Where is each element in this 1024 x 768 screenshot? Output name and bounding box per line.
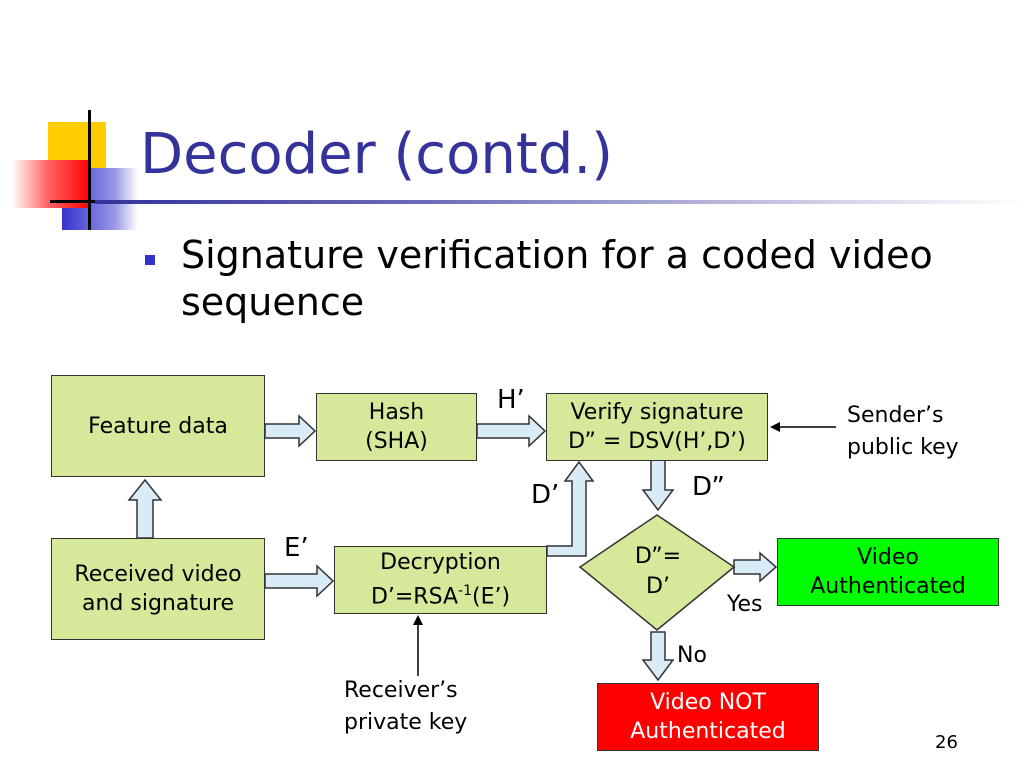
bullet-marker [145,255,155,265]
decision-diamond [578,514,736,631]
arrow-decision-to-authenticated [733,551,778,583]
received-line-2: and signature [81,591,234,616]
label-d-double-prime: D” [692,472,725,502]
hash-box: Hash (SHA) [316,393,477,461]
not-authenticated-box: Video NOT Authenticated [597,683,819,751]
logo-horizontal-line [50,200,124,203]
receivers-key-line-2: private key [344,710,468,735]
not-authenticated-line-2: Authenticated [630,719,786,744]
decryption-prefix: D’=RSA [370,584,459,610]
arrow-hash-to-verify [476,414,547,448]
arrow-decryption-to-verify [546,460,595,557]
bullet-text: Signature verification for a coded video… [181,233,933,324]
arrow-received-to-feature [127,478,163,539]
corner-logo [0,110,140,230]
arrow-decision-to-not-authenticated [641,631,675,682]
label-no: No [677,643,707,668]
senders-key-line-2: public key [847,435,959,460]
logo-vertical-line [88,110,91,230]
label-d-prime: D’ [531,480,560,510]
authenticated-box: Video Authenticated [777,538,999,606]
decryption-line-2: D’=RSA-1(E’) [371,577,510,611]
label-h-prime: H’ [497,385,525,415]
decryption-superscript: -1 [458,583,472,600]
page-number: 26 [935,732,958,753]
hash-line-1: Hash [368,400,425,425]
senders-key-line-1: Sender’s [847,403,944,428]
slide-title: Decoder (contd.) [140,122,613,187]
received-video-box: Received video and signature [51,538,265,640]
decryption-line-1: Decryption [380,550,501,576]
decision-line-2: D’ [646,574,670,599]
received-line-1: Received video [74,562,242,587]
verify-signature-box: Verify signature D” = DSV(H’,D’) [546,393,768,461]
feature-data-label: Feature data [88,413,228,439]
decryption-box: Decryption D’=RSA-1(E’) [334,546,547,614]
authenticated-line-2: Authenticated [810,574,966,599]
decision-line-1: D”= [634,544,682,569]
arrow-verify-to-decision [641,459,675,512]
senders-public-key: Sender’s public key [847,400,959,464]
authenticated-line-1: Video [857,545,919,570]
label-yes: Yes [727,592,763,617]
label-e-prime: E’ [284,533,309,563]
not-authenticated-line-1: Video NOT [650,690,766,715]
receivers-private-key: Receiver’s private key [344,675,467,739]
decision-text: D”= D’ [608,542,708,602]
receivers-key-line-1: Receiver’s [344,678,458,703]
feature-data-box: Feature data [51,375,265,477]
hash-line-2: (SHA) [365,429,428,454]
verify-line-1: Verify signature [570,400,744,425]
title-underline [95,200,1024,204]
arrow-feature-to-hash [264,414,317,448]
verify-line-2: D” = DSV(H’,D’) [568,429,746,454]
arrow-received-to-decryption [264,564,335,598]
decryption-suffix: (E’) [471,584,511,610]
